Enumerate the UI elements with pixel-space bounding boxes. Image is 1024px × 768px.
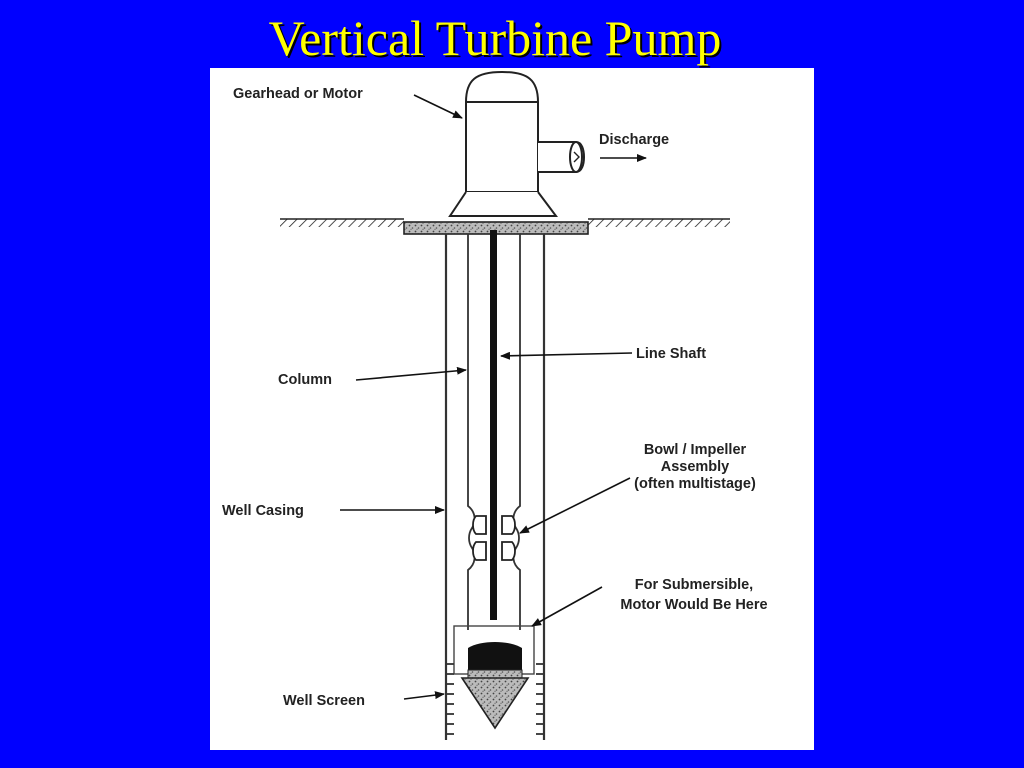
label-submersible-line1: For Submersible, [635, 577, 753, 593]
label-bowl-line3: (often multistage) [634, 476, 756, 492]
leader-arrows [340, 94, 647, 700]
label-line-shaft: Line Shaft [636, 346, 706, 362]
label-bowl-line1: Bowl / Impeller [644, 442, 747, 458]
label-discharge: Discharge [599, 132, 669, 148]
ground-surface [280, 218, 730, 227]
line-shaft [490, 230, 497, 620]
arrow-bowl [519, 477, 631, 534]
well-screen [446, 663, 544, 735]
label-well-casing: Well Casing [222, 503, 304, 519]
arrow-well-screen [403, 691, 445, 700]
arrow-column [355, 366, 467, 381]
discharge-pipe [538, 141, 586, 173]
motor-housing [448, 70, 558, 217]
well-casing [444, 234, 546, 740]
arrow-submersible [531, 586, 603, 627]
intake-cone [460, 677, 530, 730]
arrow-line-shaft [500, 351, 633, 360]
label-submersible-line2: Motor Would Be Here [620, 597, 767, 613]
pump-diagram: Gearhead or Motor Discharge Line Shaft C… [210, 68, 814, 750]
submersible-motor-zone [453, 625, 535, 679]
pump-diagram-drawing: Gearhead or Motor Discharge Line Shaft C… [222, 70, 768, 740]
slide-title: Vertical Turbine Pump [268, 10, 722, 66]
label-bowl-line2: Assembly [661, 459, 730, 475]
bowl-impeller-assembly [472, 515, 516, 561]
label-column: Column [278, 372, 332, 388]
label-gearhead: Gearhead or Motor [233, 86, 363, 102]
label-well-screen: Well Screen [283, 693, 365, 709]
column-pipe [467, 234, 521, 630]
arrow-gearhead [413, 94, 463, 119]
